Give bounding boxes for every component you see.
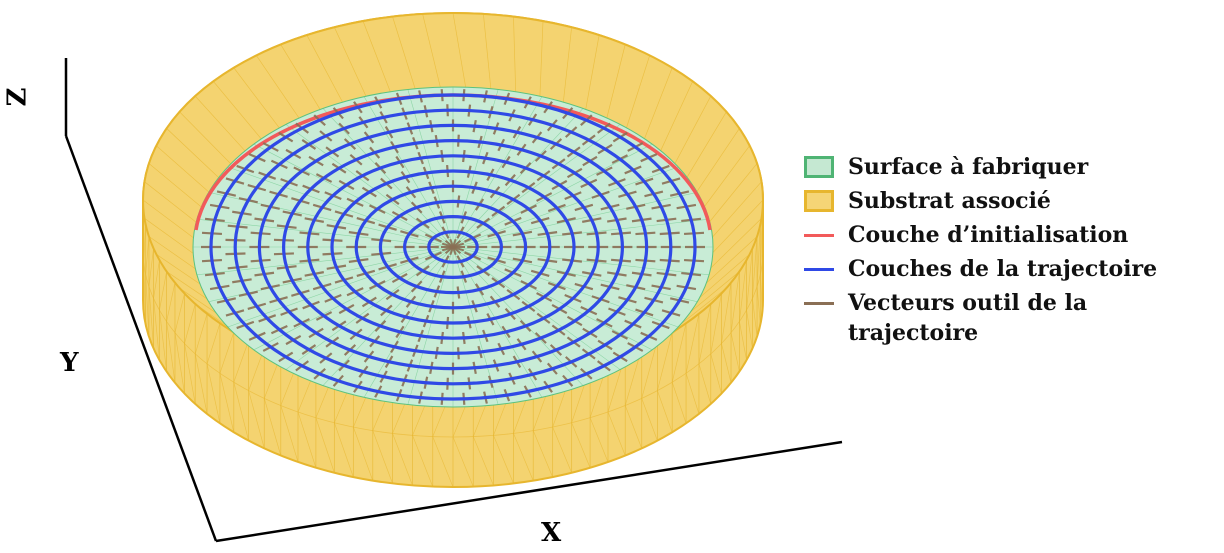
legend-label: Substrat associé [848,186,1051,216]
legend-label: Couches de la trajectoire [848,254,1157,284]
trajectory-layers-swatch [804,268,834,271]
legend-item-surface: Surface à fabriquer [804,152,1208,186]
tool-vectors-swatch [804,302,834,305]
legend-label: Vecteurs outil de la trajectoire [848,288,1208,348]
legend-item-trajectory-layers: Couches de la trajectoire [804,254,1208,288]
legend-item-substrate: Substrat associé [804,186,1208,220]
init-layer-swatch [804,234,834,237]
legend-item-tool-vectors: Vecteurs outil de la trajectoire [804,288,1208,348]
z-axis-label: Z [2,88,32,107]
legend-label: Couche d’initialisation [848,220,1128,250]
legend-item-init-layer: Couche d’initialisation [804,220,1208,254]
substrate-swatch [804,190,834,212]
surface-swatch [804,156,834,178]
x-axis-label: X [541,518,561,548]
y-axis-label: Y [60,348,79,378]
legend: Surface à fabriquer Substrat associé Cou… [804,152,1208,348]
legend-label: Surface à fabriquer [848,152,1088,182]
